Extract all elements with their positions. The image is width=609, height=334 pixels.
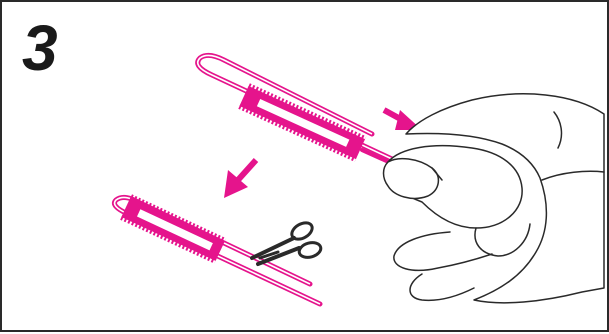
lower-threader-ribbon	[120, 194, 226, 263]
arrow-down-left-icon	[224, 160, 256, 198]
upper-threader	[198, 55, 402, 168]
scissors-icon	[252, 219, 322, 264]
lower-threader	[115, 194, 321, 304]
hand-illustration	[384, 94, 605, 303]
